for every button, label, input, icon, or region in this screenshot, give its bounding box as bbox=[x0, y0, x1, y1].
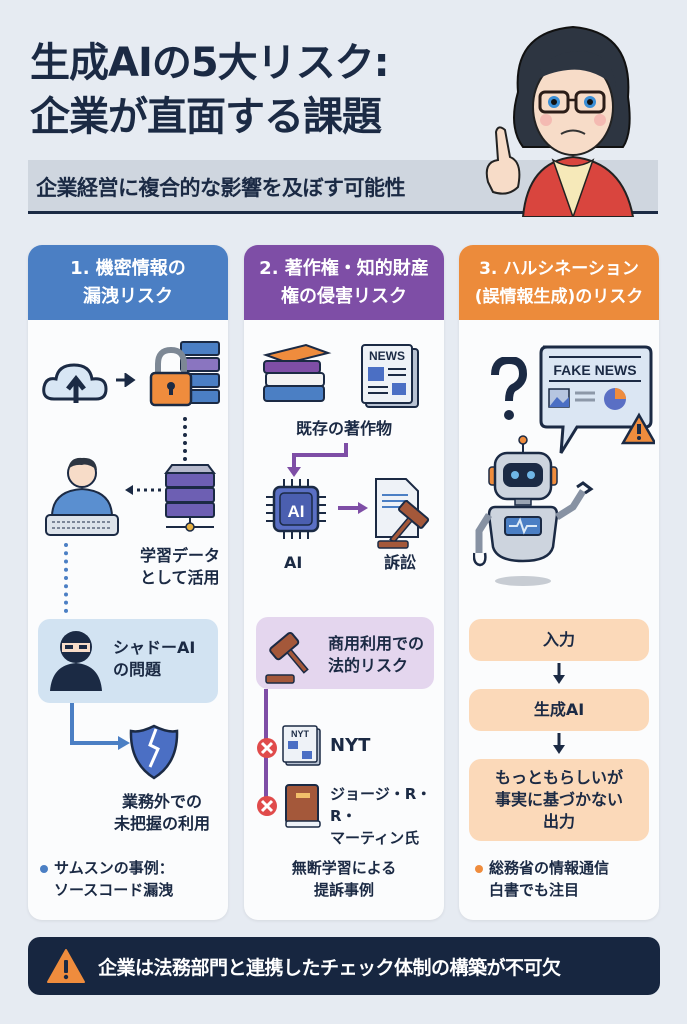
bullet-dot-icon bbox=[475, 864, 483, 873]
card-title-line-2: (誤情報生成)のリスク bbox=[474, 287, 644, 307]
hacker-icon bbox=[50, 631, 102, 691]
card-header: 3. ハルシネーション (誤情報生成)のリスク bbox=[459, 245, 659, 320]
title-line-1: 生成AIの5大リスク: bbox=[30, 40, 390, 86]
arrow-down-icon bbox=[553, 733, 565, 754]
flow-step-output: もっともらしいが 事実に基づかない 出力 bbox=[469, 759, 649, 841]
training-data-label: 学習データ として活用 bbox=[140, 546, 221, 587]
flow-step-input: 入力 bbox=[469, 619, 649, 661]
risk-card-confidential-leak: 1. 機密情報の 漏洩リスク 学習データ として活用 bbox=[28, 245, 228, 920]
footer-text: 企業は法務部門と連携したチェック体制の構築が不可欠 bbox=[98, 957, 561, 979]
card-header: 1. 機密情報の 漏洩リスク bbox=[28, 245, 228, 320]
existing-works-label: 既存の著作物 bbox=[295, 419, 392, 438]
shadow-ai-label: シャドーAI の問題 bbox=[113, 638, 196, 679]
broken-shield-icon bbox=[129, 724, 179, 780]
title-line-2: 企業が直面する課題 bbox=[30, 94, 382, 140]
commercial-risk-label: 商用利用での 法的リスク bbox=[328, 634, 425, 675]
nyt-newspaper-icon: NYT bbox=[282, 725, 321, 766]
cloud-upload-icon bbox=[42, 363, 108, 403]
svg-text:NYT: NYT bbox=[291, 729, 310, 739]
case-nyt-label: NYT bbox=[330, 735, 371, 756]
footer-banner: 企業は法務部門と連携したチェック体制の構築が不可欠 bbox=[28, 937, 660, 995]
risk-card-hallucination: 3. ハルシネーション (誤情報生成)のリスク FAKE NEWS 入力 bbox=[459, 245, 659, 920]
newspaper-icon: NEWS bbox=[361, 344, 419, 408]
dotted-connector bbox=[183, 417, 187, 469]
worried-woman-pointing-icon bbox=[485, 25, 635, 217]
arrow-right-icon bbox=[116, 373, 136, 387]
svg-text:AI: AI bbox=[288, 502, 305, 521]
database-server-icon bbox=[164, 464, 216, 532]
risk-card-copyright: 2. 著作権・知的財産 権の侵害リスク NEWS 既存の著作物 AI AI 訴訟 bbox=[244, 245, 444, 920]
lawsuit-label: 訴訟 bbox=[384, 553, 417, 572]
card-title-line-2: 漏洩リスク bbox=[83, 286, 173, 307]
arrow-right-icon bbox=[338, 502, 368, 514]
white-paper-bullet: 総務省の情報通信 白書でも注目 bbox=[475, 857, 609, 901]
error-x-icon bbox=[257, 796, 277, 816]
card-title-line-2: 権の侵害リスク bbox=[281, 286, 407, 307]
user-typing-icon bbox=[45, 457, 119, 536]
card-header: 2. 著作権・知的財産 権の侵害リスク bbox=[244, 245, 444, 320]
ai-label: AI bbox=[284, 553, 303, 572]
elbow-arrow-icon bbox=[287, 443, 348, 477]
unauthorized-training-cases: 無断学習による 提訴事例 bbox=[291, 859, 397, 899]
arrow-down-icon bbox=[553, 663, 565, 684]
question-mark-icon bbox=[491, 357, 528, 420]
svg-text:NEWS: NEWS bbox=[369, 349, 405, 363]
svg-text:FAKE NEWS: FAKE NEWS bbox=[553, 362, 636, 378]
samsung-case-bullet: サムスンの事例： ソースコード漏洩 bbox=[40, 857, 174, 901]
robot-icon bbox=[473, 435, 594, 586]
case-martin-label: ジョージ・R・R・ マーティン氏 bbox=[330, 785, 432, 847]
flow-step-generative-ai: 生成AI bbox=[469, 689, 649, 731]
bullet-dot-icon bbox=[40, 864, 48, 873]
gavel-icon bbox=[265, 631, 309, 684]
error-x-icon bbox=[257, 738, 277, 758]
unmanaged-use-label: 業務外での 未把握の利用 bbox=[114, 792, 211, 833]
ai-chip-icon: AI bbox=[266, 479, 326, 539]
book-icon bbox=[285, 784, 321, 828]
fake-news-bubble-icon: FAKE NEWS bbox=[539, 345, 655, 454]
warning-triangle-icon bbox=[47, 949, 85, 983]
lawsuit-document-icon bbox=[375, 478, 430, 549]
card-title-line-1: 1. 機密情報の bbox=[70, 258, 186, 279]
card-title-line-1: 2. 著作権・知的財産 bbox=[259, 258, 429, 279]
subtitle: 企業経営に複合的な影響を及ぼす可能性 bbox=[36, 176, 406, 200]
books-icon bbox=[262, 343, 332, 402]
dotted-arrow-left-icon bbox=[125, 485, 163, 495]
padlock-server-icon bbox=[149, 341, 220, 407]
elbow-arrow-icon bbox=[70, 703, 130, 750]
card-title-line-1: 3. ハルシネーション bbox=[479, 259, 639, 279]
dotted-connector bbox=[64, 543, 68, 613]
page-title: 生成AIの5大リスク: 企業が直面する課題 bbox=[30, 36, 390, 144]
